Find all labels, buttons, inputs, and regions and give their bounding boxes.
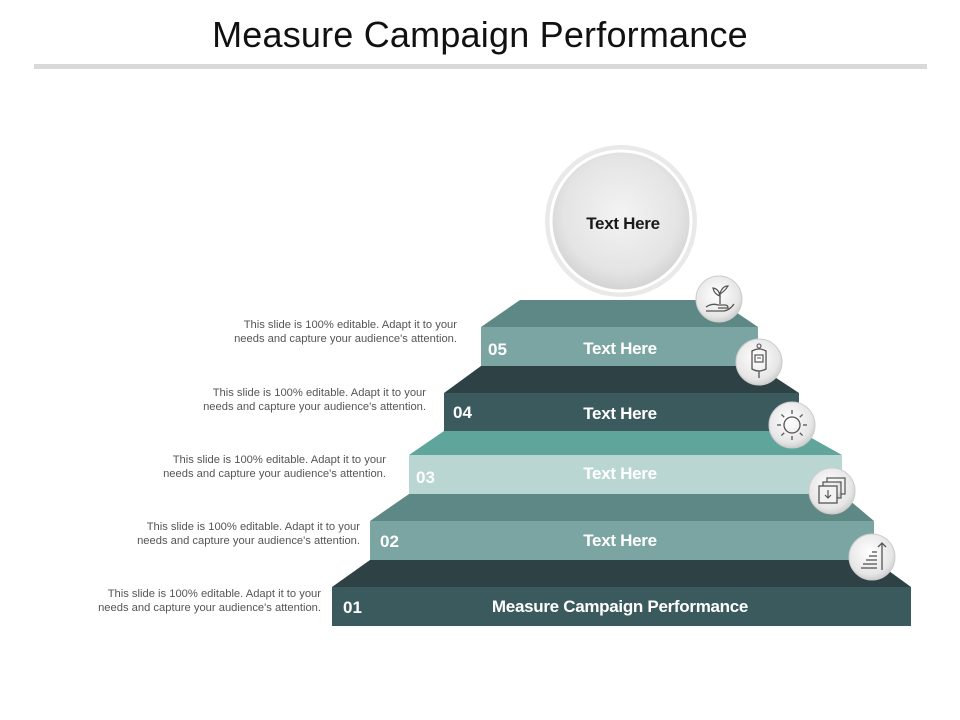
step-01-top	[332, 560, 911, 587]
stairs-arrow-up-icon	[848, 533, 896, 581]
stacked-documents-icon	[808, 467, 856, 515]
step-01-label: Measure Campaign Performance	[491, 597, 749, 616]
top-circle	[549, 149, 693, 293]
fuel-bag-icon	[735, 338, 783, 386]
step-03-description: This slide is 100% editable. Adapt it to…	[163, 454, 386, 480]
step-05-front	[481, 327, 758, 366]
step-05-top	[481, 300, 758, 327]
step-02-number: 02	[380, 532, 399, 551]
step-04-number: 04	[453, 403, 472, 422]
step-01-front	[332, 587, 911, 626]
step-02-label: Text Here	[583, 531, 657, 550]
step-04-top	[444, 366, 799, 393]
step-02-top	[370, 494, 874, 521]
slide-title: Measure Campaign Performance	[212, 14, 748, 55]
step-02-description: This slide is 100% editable. Adapt it to…	[137, 521, 360, 547]
step-05-description: This slide is 100% editable. Adapt it to…	[234, 319, 457, 345]
step-04-label: Text Here	[583, 404, 657, 423]
title-underline	[34, 64, 927, 69]
top-circle-label: Text Here	[586, 214, 660, 233]
step-03-label: Text Here	[583, 464, 657, 483]
step-02-front	[370, 521, 874, 560]
step-03-front	[409, 455, 842, 494]
sun-icon	[768, 401, 816, 449]
step-03-number: 03	[416, 468, 435, 487]
step-04-front	[444, 393, 799, 431]
step-05-label: Text Here	[583, 339, 657, 358]
step-03-top	[409, 431, 842, 455]
step-05-number: 05	[488, 340, 507, 359]
step-01-description: This slide is 100% editable. Adapt it to…	[98, 588, 321, 614]
step-04-description: This slide is 100% editable. Adapt it to…	[203, 387, 426, 413]
step-01-number: 01	[343, 598, 362, 617]
plant-in-hand-icon	[695, 275, 743, 323]
